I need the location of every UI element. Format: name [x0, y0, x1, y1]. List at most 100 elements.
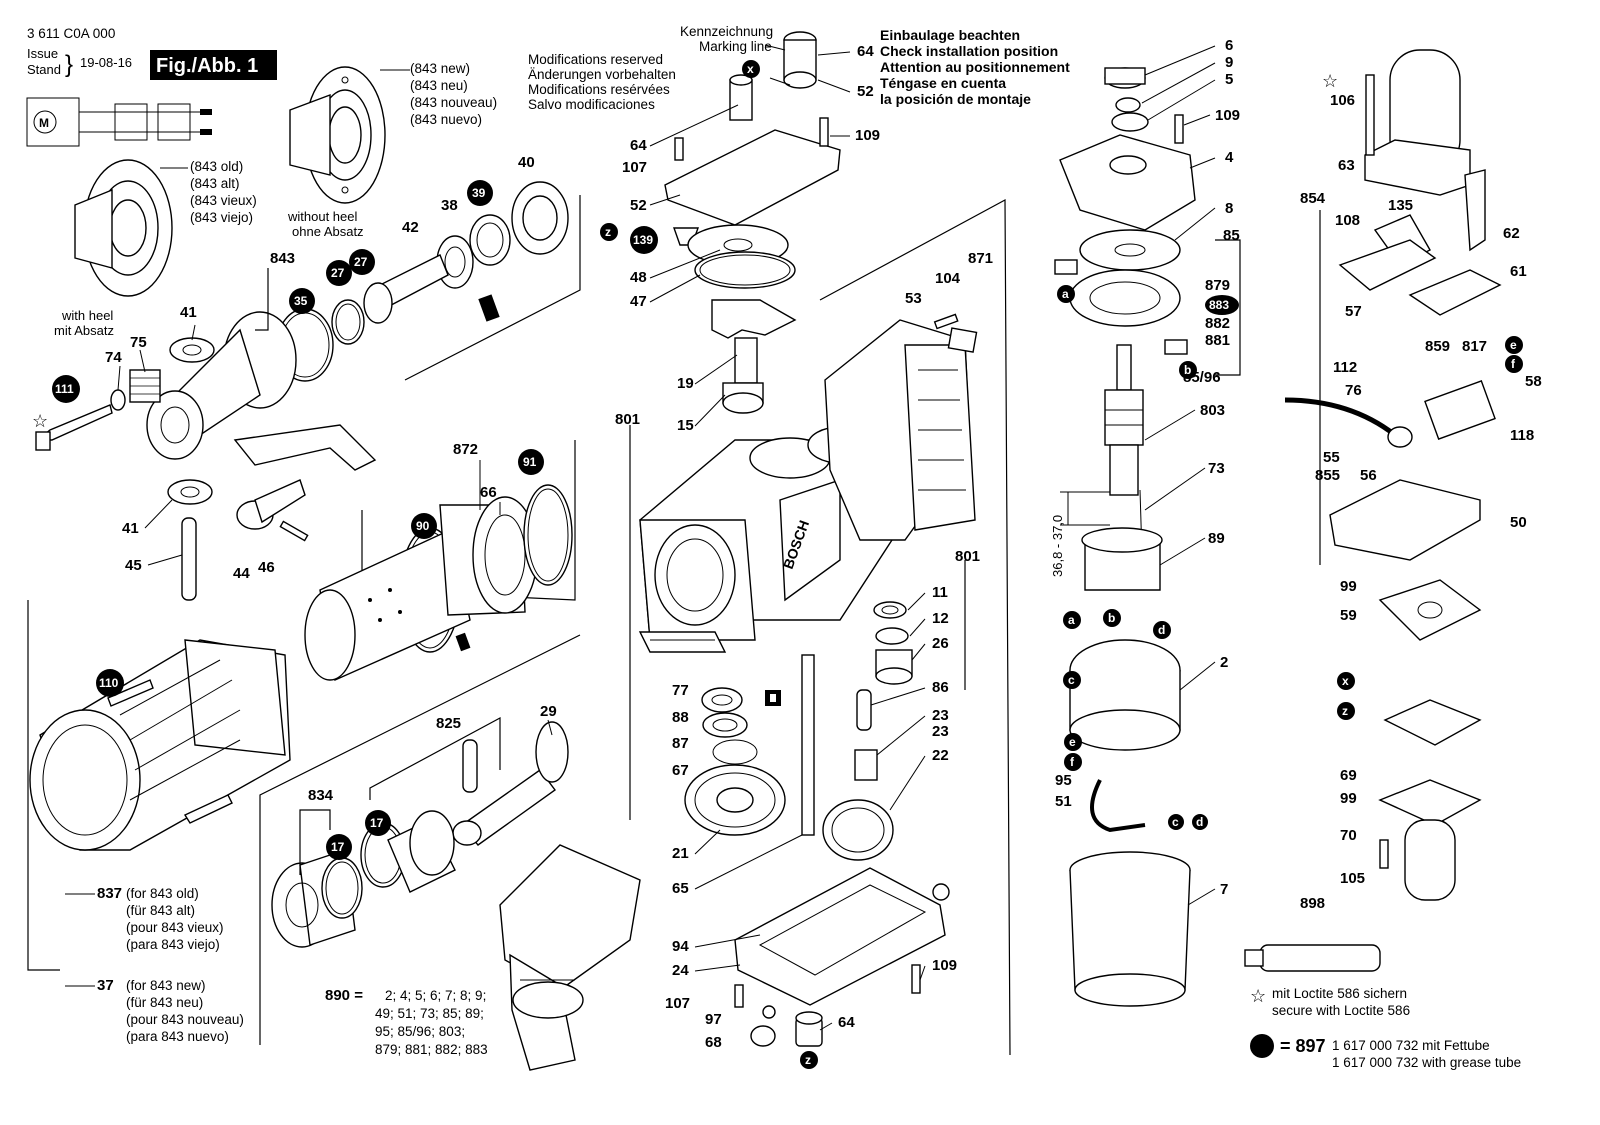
bracket-85	[1215, 239, 1241, 376]
label-854: 854	[1300, 190, 1326, 207]
label-108: 108	[1335, 212, 1360, 229]
svg-text:17: 17	[370, 816, 384, 830]
label-7: 7	[1220, 881, 1228, 898]
stand-label: Stand	[27, 62, 61, 77]
svg-text:139: 139	[633, 233, 653, 247]
marker-17-right: 17	[365, 810, 391, 836]
star-icon: ☆	[1250, 986, 1266, 1006]
svg-text:(para 843 nuevo): (para 843 nuevo)	[126, 1029, 229, 1044]
issue-label: Issue	[27, 46, 58, 61]
cover-69	[1383, 699, 1482, 746]
screw-104	[933, 313, 959, 330]
svg-text:Einbaulage beachten: Einbaulage beachten	[880, 27, 1020, 43]
star-icon: ☆	[32, 411, 48, 431]
label-62: 62	[1503, 225, 1520, 242]
label-37: 37	[97, 977, 114, 994]
label-879: 879	[1205, 277, 1230, 294]
label-15: 15	[677, 417, 694, 434]
marker-39: 39	[467, 180, 493, 206]
label-55: 55	[1323, 449, 1340, 466]
screw-105	[1379, 839, 1389, 869]
label-104: 104	[935, 270, 961, 287]
marker-c-cable: c	[1168, 814, 1184, 830]
svg-text:(843 viejo): (843 viejo)	[190, 210, 253, 225]
seal-47	[694, 251, 796, 289]
svg-text:(843 new): (843 new)	[410, 61, 470, 76]
svg-text:(für 843 alt): (für 843 alt)	[126, 903, 195, 918]
spring-disc-8	[1079, 229, 1181, 271]
label-817: 817	[1462, 338, 1487, 355]
svg-text:e: e	[1069, 735, 1076, 749]
label-801-right: 801	[955, 548, 980, 565]
marker-x-top: x	[742, 60, 760, 78]
label-872: 872	[453, 441, 478, 458]
svg-text:Marking line: Marking line	[699, 39, 772, 54]
screw-110-bottom	[183, 794, 233, 824]
label-97: 97	[705, 1011, 722, 1028]
label-99-top: 99	[1340, 578, 1357, 595]
svg-text:(pour 843 nouveau): (pour 843 nouveau)	[126, 1012, 244, 1027]
svg-text:Téngase en cuenta: Téngase en cuenta	[880, 75, 1006, 91]
svg-text:17: 17	[331, 840, 345, 854]
svg-text:secure with Loctite 586: secure with Loctite 586	[1272, 1003, 1410, 1018]
label-42: 42	[402, 219, 419, 236]
svg-text:49; 51; 73; 85; 89;: 49; 51; 73; 85; 89;	[375, 1006, 484, 1021]
tool-holder-843	[146, 311, 297, 460]
label-61: 61	[1510, 263, 1527, 280]
label-26: 26	[932, 635, 949, 652]
svg-text:111: 111	[55, 382, 74, 396]
screw-110-top	[107, 679, 154, 707]
fig-label-box	[150, 50, 277, 80]
label-64-left: 64	[630, 137, 647, 154]
guide-66	[439, 496, 538, 616]
label-70: 70	[1340, 827, 1357, 844]
marker-17-left: 17	[326, 834, 352, 860]
marker-b-top: b	[1179, 361, 1197, 379]
label-57: 57	[1345, 303, 1362, 320]
svg-text:39: 39	[472, 186, 486, 200]
marker-d-cable: d	[1192, 814, 1208, 830]
washer-41-top	[169, 337, 215, 363]
brush-holder-85	[1069, 269, 1181, 327]
marker-91: 91	[518, 449, 544, 475]
leader-lines	[117, 45, 1216, 1031]
label-95: 95	[1055, 772, 1072, 789]
label-825: 825	[436, 715, 461, 732]
label-65: 65	[672, 880, 689, 897]
doc-number: 3 611 C0A 000	[27, 26, 115, 41]
svg-text:Modifications resérvées: Modifications resérvées	[528, 82, 670, 97]
screw-106	[1365, 74, 1375, 156]
label-19: 19	[677, 375, 694, 392]
screw-109-right	[1174, 114, 1184, 144]
label-64-bottom: 64	[838, 1014, 855, 1031]
gear-21	[684, 764, 786, 836]
circlip-67	[712, 739, 758, 765]
cable-55	[1284, 397, 1413, 448]
plug-right	[932, 883, 950, 901]
marker-b-coil: b	[1103, 609, 1121, 627]
svg-text:b: b	[1108, 611, 1115, 625]
spring-75	[129, 369, 161, 403]
pin-86	[856, 689, 872, 731]
bearing-12	[875, 627, 909, 645]
wiring-schematic: M	[26, 97, 212, 147]
loctite-legend: ☆ mit Loctite 586 sichern secure with Lo…	[1250, 986, 1410, 1018]
svg-text:z: z	[805, 1053, 811, 1067]
label-2: 2	[1220, 654, 1228, 671]
label-837: 837	[97, 885, 122, 902]
svg-text:110: 110	[99, 676, 119, 690]
seal-88	[701, 687, 743, 713]
svg-text:c: c	[1068, 673, 1075, 687]
label-52-mid: 52	[630, 197, 647, 214]
label-106: 106	[1330, 92, 1355, 109]
crank-19	[711, 299, 797, 384]
label-109-bottom: 109	[932, 957, 957, 974]
washer-41-bottom	[167, 479, 213, 505]
grease-legend: = 897 1 617 000 732 mit Fettube 1 617 00…	[1250, 1034, 1521, 1070]
bracket-825	[369, 716, 501, 800]
label-11: 11	[932, 584, 948, 601]
svg-text:Kennzeichnung: Kennzeichnung	[680, 24, 773, 39]
label-74: 74	[105, 349, 122, 366]
label-23-b: 23	[932, 723, 949, 740]
svg-text:1 617 000 732 mit Fettube: 1 617 000 732 mit Fettube	[1332, 1038, 1490, 1053]
